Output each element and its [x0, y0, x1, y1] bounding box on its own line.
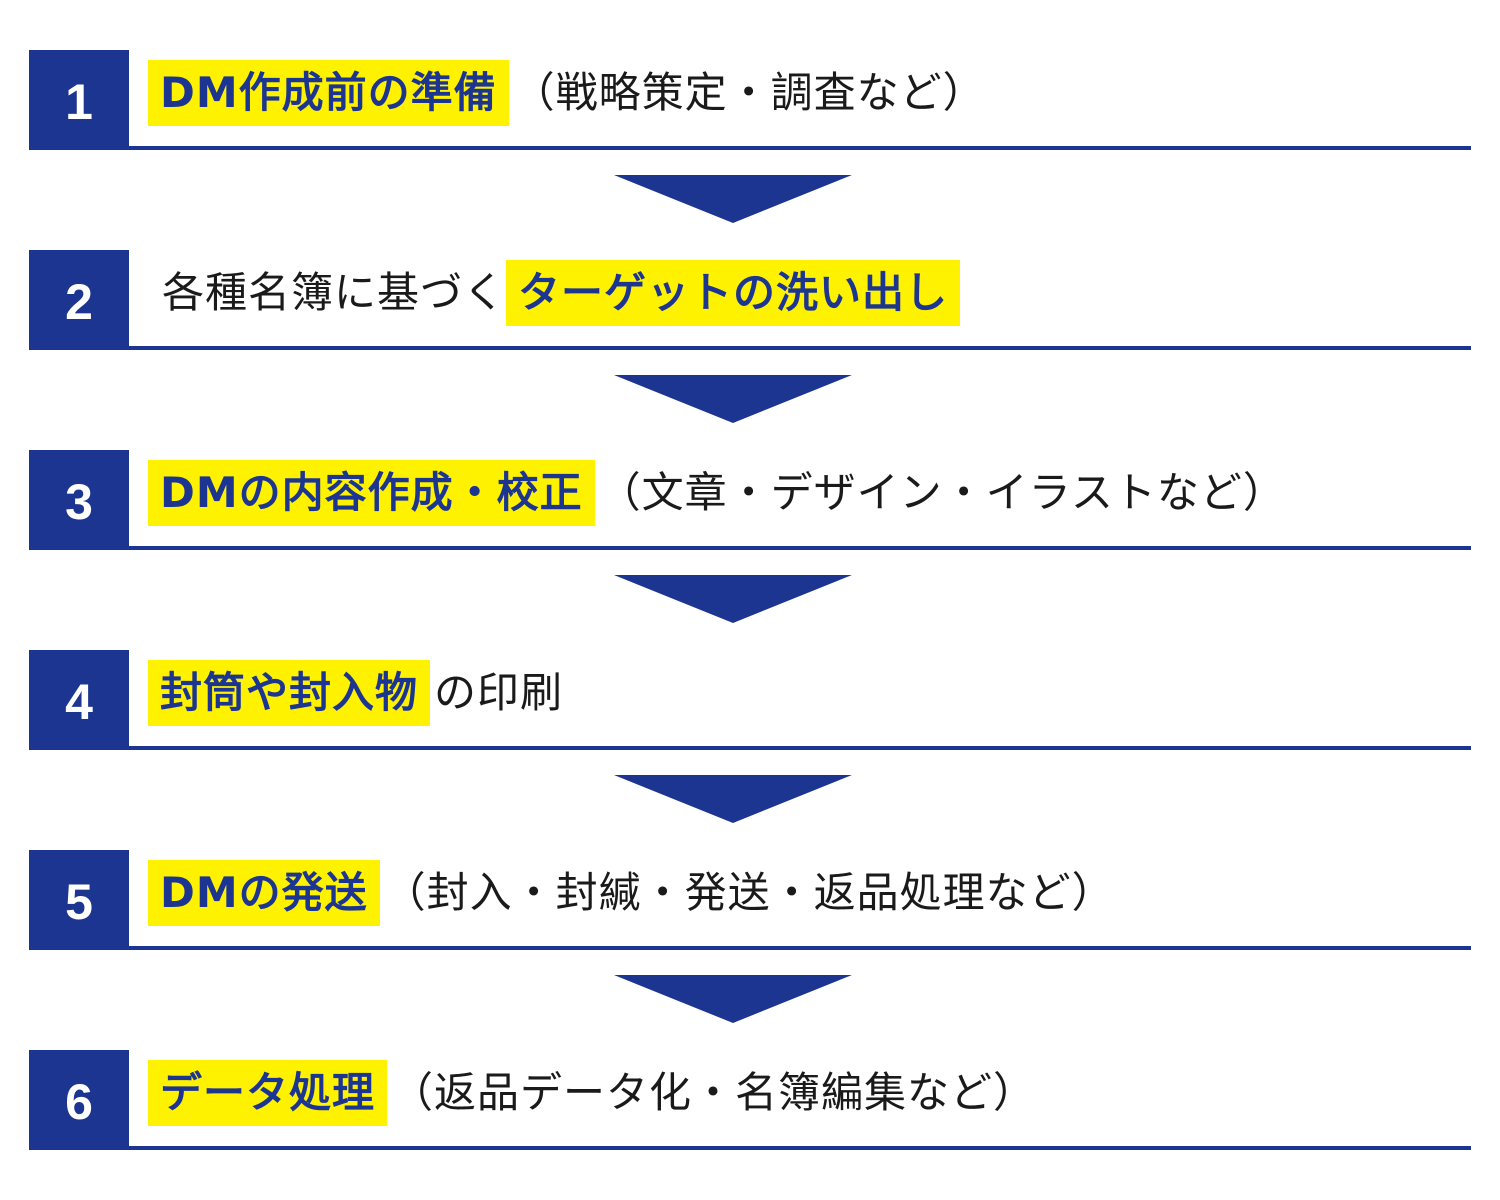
down-arrow-icon: [614, 775, 852, 823]
step-text-6: データ処理 （返品データ化・名簿編集など）: [148, 1060, 1040, 1126]
step-number-1: 1: [29, 50, 129, 150]
step-text-1: DM作成前の準備 （戦略策定・調査など）: [148, 60, 990, 126]
down-arrow-icon: [614, 575, 852, 623]
down-arrow-icon: [614, 175, 852, 223]
step-underline-2: [129, 346, 1471, 350]
step-text-4: 封筒や封入物 の印刷: [148, 660, 567, 726]
connector-1: [29, 150, 1471, 250]
down-arrow-icon: [614, 975, 852, 1023]
step-underline-3: [129, 546, 1471, 550]
step-underline-5: [129, 946, 1471, 950]
step-highlight-3: DMの内容作成・校正: [148, 460, 595, 526]
step-number-6: 6: [29, 1050, 129, 1150]
step-note-6: （返品データ化・名簿編集など）: [391, 1068, 1037, 1117]
connector-2: [29, 350, 1471, 450]
process-flow: 1 DM作成前の準備 （戦略策定・調査など） 2 各種名簿に基づく ターゲットの…: [29, 50, 1471, 1150]
step-highlight-5: DMの発送: [148, 860, 380, 926]
step-1: 1 DM作成前の準備 （戦略策定・調査など）: [29, 50, 1471, 150]
step-6: 6 データ処理 （返品データ化・名簿編集など）: [29, 1050, 1471, 1150]
step-highlight-4: 封筒や封入物: [148, 660, 431, 726]
step-note-5: （封入・封緘・発送・返品処理など）: [383, 868, 1115, 917]
step-underline-4: [129, 746, 1471, 750]
step-prefix-2: 各種名簿に基づく: [162, 268, 507, 317]
step-number-5: 5: [29, 850, 129, 950]
connector-4: [29, 750, 1471, 850]
step-2: 2 各種名簿に基づく ターゲットの洗い出し: [29, 250, 1471, 350]
step-3: 3 DMの内容作成・校正 （文章・デザイン・イラストなど）: [29, 450, 1471, 550]
step-text-3: DMの内容作成・校正 （文章・デザイン・イラストなど）: [148, 460, 1290, 526]
step-text-5: DMの発送 （封入・封緘・発送・返品処理など）: [148, 860, 1119, 926]
step-note-1: （戦略策定・調査など）: [512, 68, 986, 117]
step-underline-6: [129, 1146, 1471, 1150]
step-number-2: 2: [29, 250, 129, 350]
step-number-4: 4: [29, 650, 129, 750]
step-underline-1: [129, 146, 1471, 150]
step-note-4: の印刷: [434, 668, 564, 717]
step-highlight-2: ターゲットの洗い出し: [506, 260, 961, 326]
step-highlight-1: DM作成前の準備: [148, 60, 509, 126]
step-5: 5 DMの発送 （封入・封緘・発送・返品処理など）: [29, 850, 1471, 950]
step-number-3: 3: [29, 450, 129, 550]
connector-5: [29, 950, 1471, 1050]
step-4: 4 封筒や封入物 の印刷: [29, 650, 1471, 750]
down-arrow-icon: [614, 375, 852, 423]
step-text-2: 各種名簿に基づく ターゲットの洗い出し: [148, 260, 961, 326]
connector-3: [29, 550, 1471, 650]
step-highlight-6: データ処理: [148, 1060, 388, 1126]
step-note-3: （文章・デザイン・イラストなど）: [598, 468, 1286, 517]
